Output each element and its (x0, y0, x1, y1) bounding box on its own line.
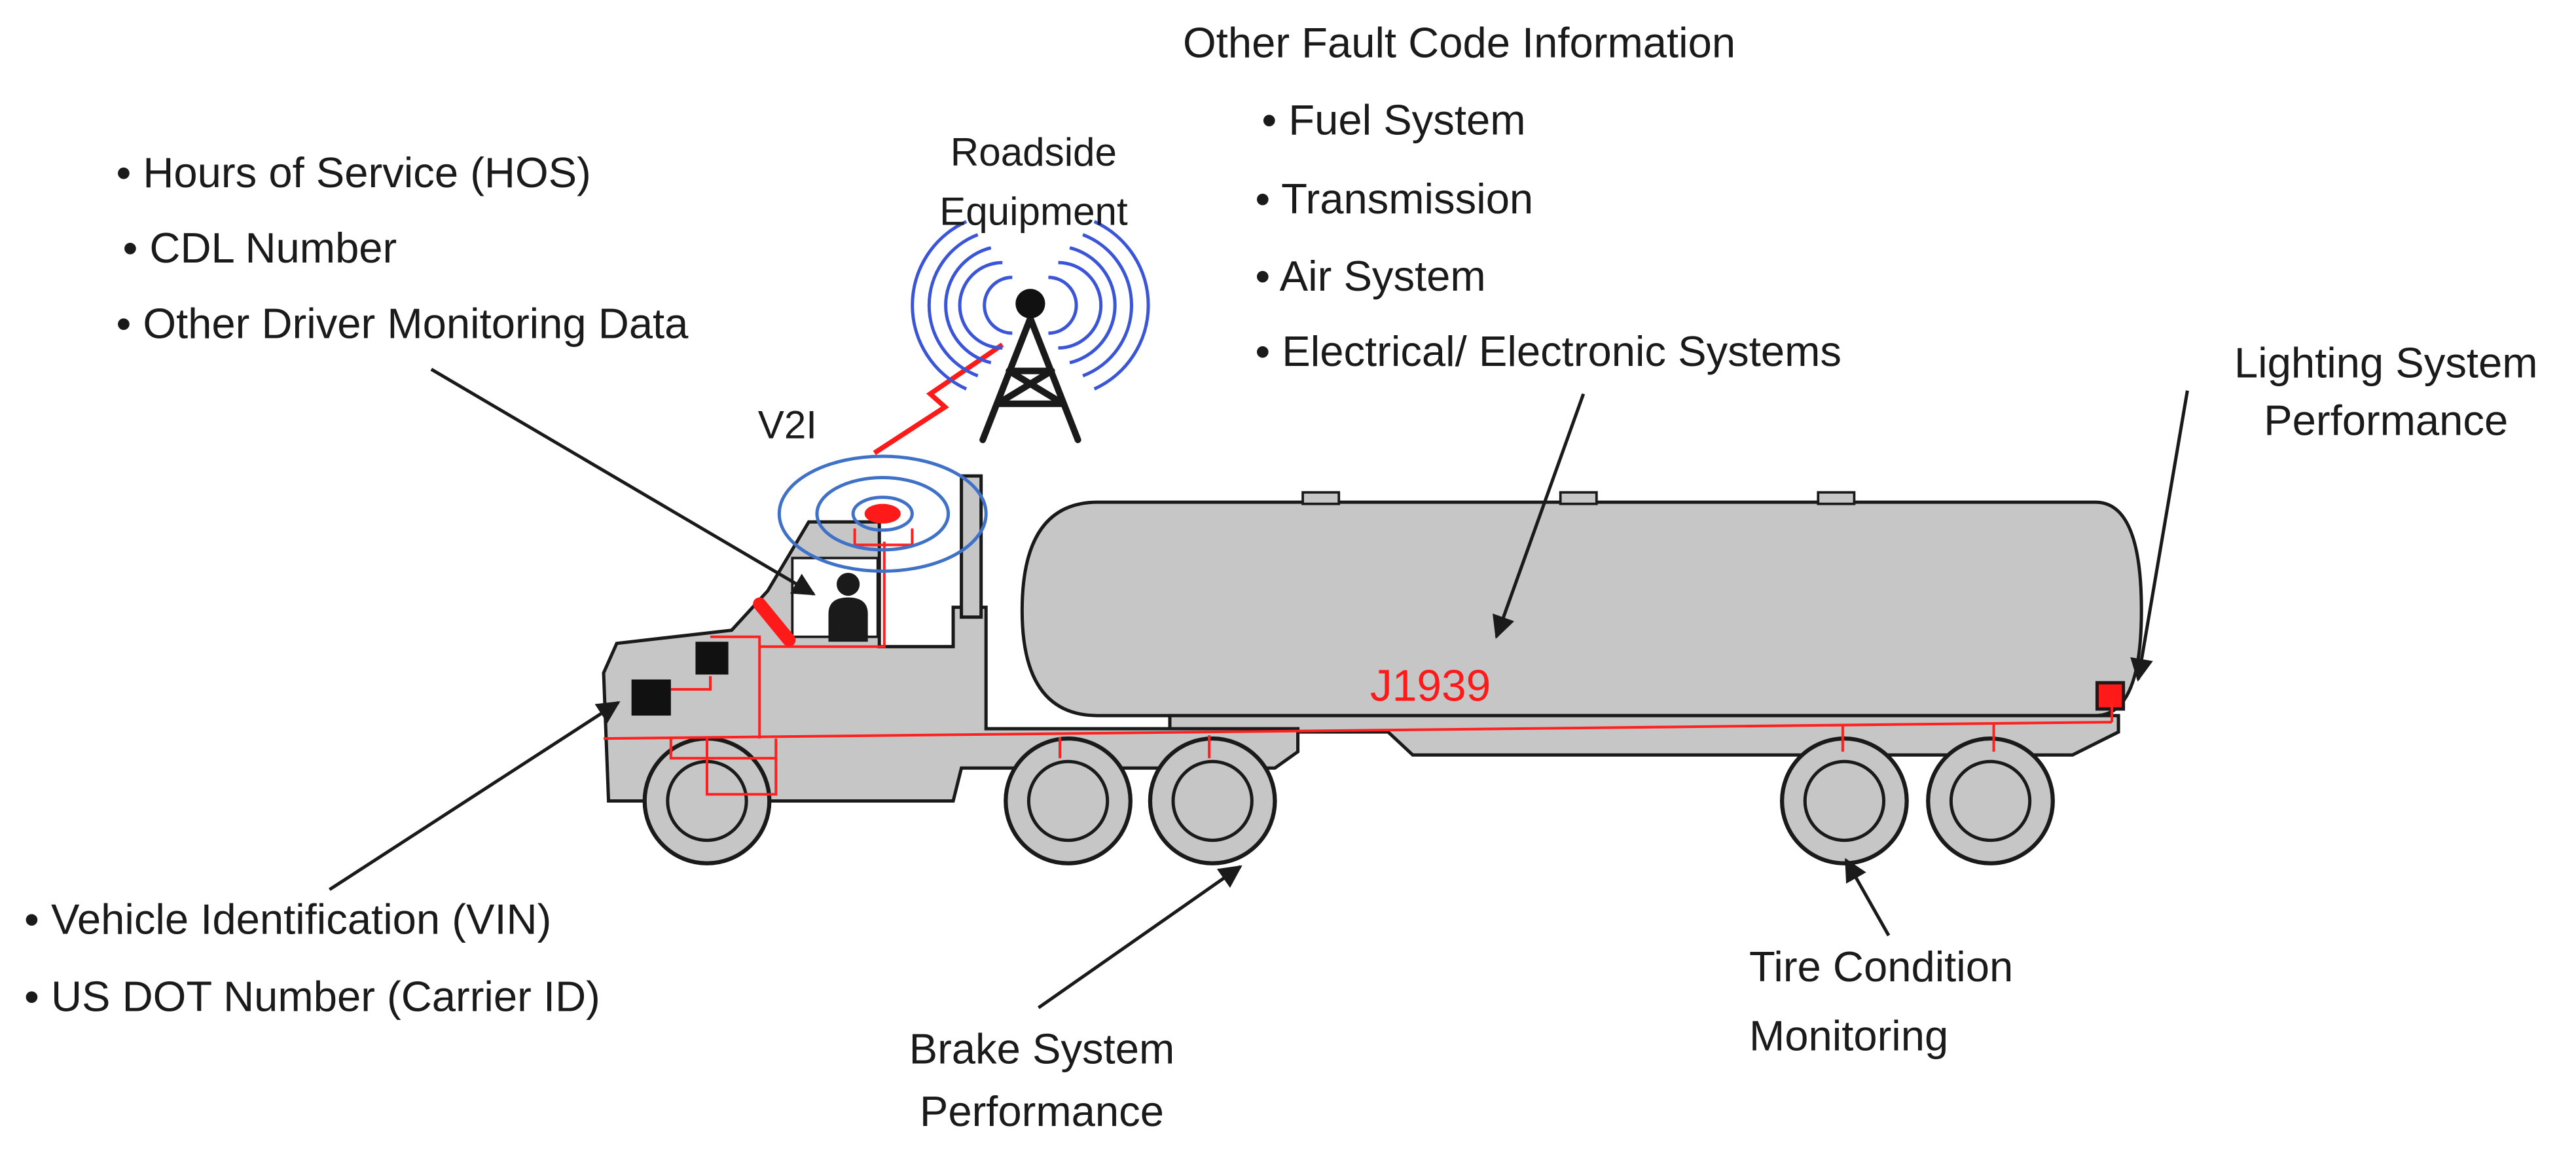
fault-code-item: • Electrical/ Electronic Systems (1255, 327, 1841, 375)
driver-icon (828, 572, 868, 642)
driver-info-item: • CDL Number (122, 224, 397, 272)
fault-code-item: • Air System (1255, 252, 1485, 300)
roadside-label-line2: Equipment (939, 189, 1128, 233)
lighting-label-line2: Performance (2264, 396, 2508, 444)
tractor-drive-wheel-2-hub (1171, 759, 1254, 843)
v2i-label: V2I (758, 403, 817, 446)
brake-label-line1: Brake System (909, 1025, 1175, 1073)
lighting-label-line1: Lighting System (2234, 339, 2538, 387)
tank-hatch-2 (1559, 491, 1598, 505)
lighting-label: Lighting System Performance (2234, 339, 2538, 445)
radio-tower-icon (911, 220, 1150, 443)
driver-info-arrow (430, 367, 816, 596)
driver-info-item: • Other Driver Monitoring Data (116, 299, 689, 347)
fault-code-block: Other Fault Code Information • Fuel Syst… (1183, 19, 1841, 375)
mirror (753, 597, 796, 647)
fault-code-title: Other Fault Code Information (1183, 19, 1735, 67)
j1939-wiring (604, 528, 2114, 796)
vehicle-info-item: • US DOT Number (Carrier ID) (24, 972, 600, 1020)
exhaust-stack (960, 474, 983, 619)
tire-label-line2: Monitoring (1749, 1012, 1948, 1060)
lighting-arrow (2130, 390, 2189, 682)
tank-body (1020, 500, 2143, 717)
tractor-body (602, 520, 1300, 803)
brake-label-line2: Performance (920, 1087, 1164, 1135)
v2i-antenna (777, 454, 988, 573)
v2i-ring-inner (851, 496, 914, 532)
driver-info-block: • Hours of Service (HOS) • CDL Number • … (116, 149, 689, 348)
trailer-tail-light (2095, 681, 2126, 711)
tractor-drive-wheel-1-hub (1026, 759, 1110, 843)
tire-label: Tire Condition Monitoring (1749, 943, 2013, 1059)
trailer-wheel-rear-2-hub (1949, 759, 2032, 843)
ecu-module-lower (631, 679, 671, 716)
tower-signal-arcs (911, 220, 1150, 391)
tire-label-line1: Tire Condition (1749, 943, 2013, 990)
v2i-ring-middle (815, 476, 951, 552)
tractor (602, 474, 1300, 865)
brake-label: Brake System Performance (909, 1025, 1175, 1135)
roadside-label: Roadside Equipment (939, 130, 1128, 233)
j1939-label: J1939 (1370, 662, 1491, 711)
driver-info-item: • Hours of Service (HOS) (116, 149, 590, 196)
fault-code-arrow (1493, 393, 1586, 640)
brake-arrow (1037, 865, 1243, 1009)
tank-hatch-3 (1817, 491, 1856, 505)
ecu-module-upper (695, 642, 729, 675)
vehicle-info-block: • Vehicle Identification (VIN) • US DOT … (24, 896, 600, 1021)
roadside-label-line1: Roadside (951, 130, 1117, 174)
tower-beacon (1015, 289, 1045, 319)
vin-arrow (329, 700, 621, 891)
tire-arrow (1844, 858, 1891, 937)
fault-code-item: • Fuel System (1261, 96, 1525, 144)
callout-arrows (329, 367, 2189, 1009)
trailer-wheel-rear-1-hub (1803, 759, 1886, 843)
vehicle-info-item: • Vehicle Identification (VIN) (24, 896, 551, 943)
tank-hatch-1 (1301, 491, 1341, 505)
fault-code-item: • Transmission (1255, 175, 1533, 223)
tower-structure (979, 315, 1081, 443)
antenna-icon (864, 503, 901, 524)
v2i-ring-outer (777, 454, 988, 573)
